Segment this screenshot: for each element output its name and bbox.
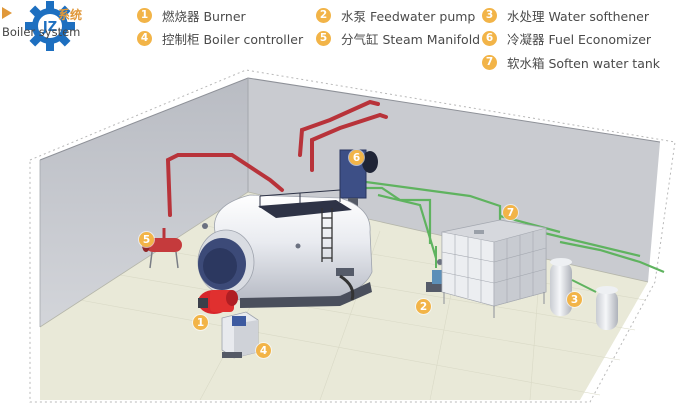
legend-number-badge: 7	[482, 54, 497, 70]
water-softener	[550, 258, 618, 330]
legend-number-badge: 2	[316, 7, 331, 23]
callout-soften-water-tank: 7	[503, 205, 518, 220]
play-arrow-icon	[2, 7, 12, 19]
header-title-cn: 系统	[58, 8, 83, 22]
company-logo-gear-icon: JZ	[25, 1, 75, 51]
legend-label: 冷凝器 Fuel Economizer	[507, 31, 652, 47]
legend-label: 控制柜 Boiler controller	[162, 31, 304, 47]
callout-boiler-controller: 4	[256, 343, 271, 358]
legend-number-badge: 4	[137, 30, 152, 46]
legend-item-water-softener: 3 水处理 Water softhener	[482, 5, 649, 25]
legend-label: 分气缸 Steam Manifold	[341, 31, 481, 47]
callout-burner: 1	[193, 315, 208, 330]
callout-water-softener: 3	[567, 292, 582, 307]
legend-number-badge: 6	[482, 30, 497, 46]
legend-item-soften-water-tank: 7 软水箱 Soften water tank	[482, 52, 660, 72]
logo-text: JZ	[42, 20, 57, 35]
legend-label: 软水箱 Soften water tank	[507, 55, 661, 71]
legend-item-fuel-economizer: 6 冷凝器 Fuel Economizer	[482, 28, 651, 48]
legend-item-steam-manifold: 5 分气缸 Steam Manifold	[316, 28, 480, 48]
steam-pipes	[165, 99, 388, 217]
legend-label: 水泵 Feedwater pump	[341, 8, 476, 24]
legend-number-badge: 3	[482, 7, 497, 23]
legend-item-burner: 1 燃烧器 Burner	[137, 5, 246, 25]
header-title-en: Boiler system	[2, 25, 81, 39]
legend-number-badge: 5	[316, 30, 331, 46]
soften-water-tank	[441, 219, 547, 318]
burner-shape	[198, 290, 238, 314]
controller-cabinet	[221, 311, 259, 359]
legend-item-feedwater-pump: 2 水泵 Feedwater pump	[316, 5, 475, 25]
callout-fuel-economizer: 6	[349, 150, 364, 165]
legend-number-badge: 1	[137, 7, 152, 23]
legend-item-boiler-controller: 4 控制柜 Boiler controller	[137, 28, 303, 48]
room-left-wall	[40, 78, 248, 327]
callout-steam-manifold: 5	[139, 232, 154, 247]
callout-feedwater-pump: 2	[416, 299, 431, 314]
legend-label: 燃烧器 Burner	[162, 8, 246, 24]
boiler-body-shape	[197, 189, 373, 308]
legend-label: 水处理 Water softhener	[507, 8, 650, 24]
